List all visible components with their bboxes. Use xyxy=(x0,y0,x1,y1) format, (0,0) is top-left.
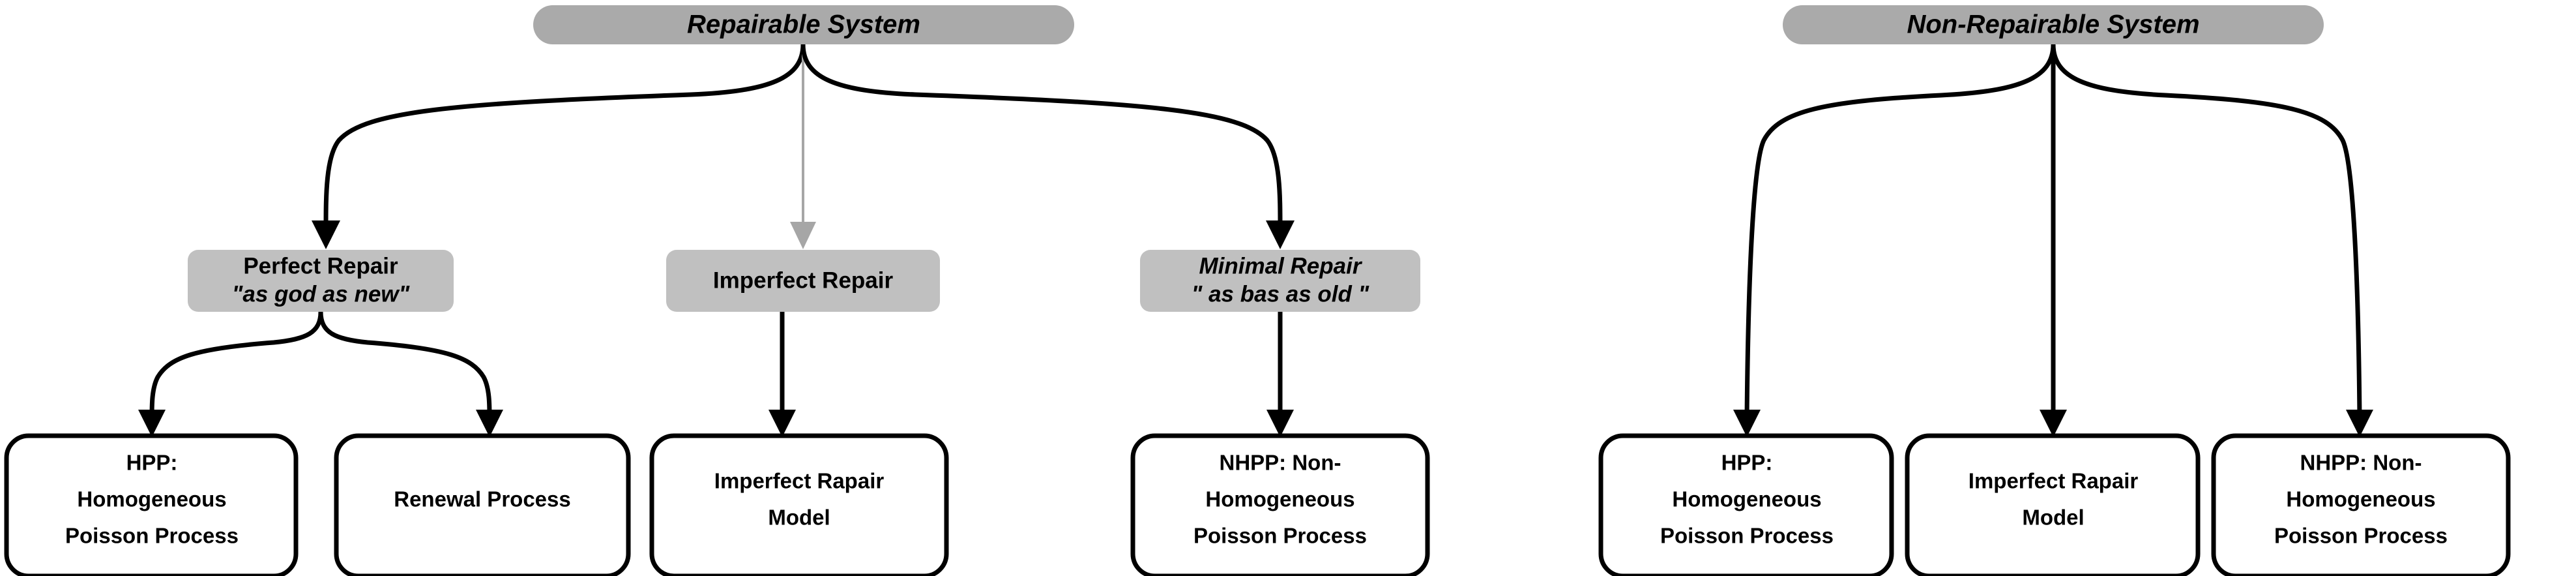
node-repairable-system[interactable] xyxy=(533,5,1074,44)
arrowhead-hpp-left xyxy=(138,410,166,437)
node-renewal-process[interactable] xyxy=(334,433,631,576)
edge-non-repairable-to-hpp xyxy=(1744,44,2056,418)
edge-repairable-to-minimal-repair xyxy=(800,44,1283,229)
node-perfect-repair-label-line1: Perfect Repair xyxy=(243,253,398,279)
node-imperfect-rapair-model-repairable-line2: Model xyxy=(768,506,830,530)
node-hpp-repairable-line2: Homogeneous xyxy=(77,487,226,511)
node-renewal-process-line1: Renewal Process xyxy=(394,487,570,511)
node-non-repairable-system[interactable] xyxy=(1783,5,2324,44)
arrowhead-renewal xyxy=(476,410,503,437)
node-hpp-repairable[interactable] xyxy=(4,433,299,576)
node-imperfect-rapair-model-non-repairable-line2: Model xyxy=(2022,506,2084,530)
edge-perfect-repair-to-hpp xyxy=(149,311,323,418)
node-hpp-non-repairable-line1: HPP: xyxy=(1721,451,1773,475)
node-imperfect-rapair-model-repairable-line1: Imperfect Rapair xyxy=(714,469,885,493)
node-nhpp-repairable-line1: NHPP: Non- xyxy=(1220,451,1341,475)
edge-repairable-to-perfect-repair xyxy=(323,44,806,229)
edge-perfect-repair-to-renewal xyxy=(318,311,492,418)
node-nhpp-repairable[interactable] xyxy=(1130,433,1430,576)
node-hpp-repairable-line1: HPP: xyxy=(126,451,178,475)
node-nhpp-non-repairable-line3: Poisson Process xyxy=(2274,524,2448,548)
arrowhead-imperfect-model-right xyxy=(2040,410,2067,437)
arrowhead-imperfect-model xyxy=(768,410,796,437)
node-nhpp-non-repairable[interactable] xyxy=(2211,433,2511,576)
node-minimal-repair-label-line1: Minimal Repair xyxy=(1199,253,1363,279)
arrowhead-perfect-repair xyxy=(312,220,340,249)
arrowhead-imperfect-repair xyxy=(790,222,816,249)
node-repairable-system-label: Repairable System xyxy=(687,10,920,39)
node-nhpp-repairable-line2: Homogeneous xyxy=(1205,487,1354,511)
arrowhead-hpp-right xyxy=(1733,410,1761,437)
edge-non-repairable-to-nhpp xyxy=(2051,44,2362,418)
node-nhpp-repairable-line3: Poisson Process xyxy=(1193,524,1367,548)
arrowhead-nhpp-right xyxy=(2346,410,2373,437)
node-non-repairable-system-label: Non-Repairable System xyxy=(1907,10,2199,39)
node-nhpp-non-repairable-line1: NHPP: Non- xyxy=(2300,451,2422,475)
node-imperfect-repair-label-line1: Imperfect Repair xyxy=(713,267,894,293)
node-imperfect-rapair-model-repairable[interactable] xyxy=(649,433,949,576)
node-minimal-repair[interactable] xyxy=(1140,250,1420,312)
node-perfect-repair[interactable] xyxy=(188,250,454,312)
node-minimal-repair-label-line2: " as bas as old " xyxy=(1192,281,1369,307)
arrowhead-minimal-repair xyxy=(1266,220,1295,249)
node-hpp-non-repairable[interactable] xyxy=(1598,433,1894,576)
node-hpp-non-repairable-line3: Poisson Process xyxy=(1660,524,1834,548)
node-nhpp-non-repairable-line2: Homogeneous xyxy=(2286,487,2435,511)
node-imperfect-rapair-model-non-repairable[interactable] xyxy=(1905,433,2201,576)
node-hpp-non-repairable-line2: Homogeneous xyxy=(1672,487,1821,511)
node-hpp-repairable-line3: Poisson Process xyxy=(65,524,239,548)
arrowhead-nhpp-left xyxy=(1266,410,1294,437)
node-imperfect-rapair-model-non-repairable-line1: Imperfect Rapair xyxy=(1969,469,2139,493)
node-imperfect-repair[interactable] xyxy=(666,250,940,312)
node-perfect-repair-label-line2: "as god as new" xyxy=(232,281,410,307)
